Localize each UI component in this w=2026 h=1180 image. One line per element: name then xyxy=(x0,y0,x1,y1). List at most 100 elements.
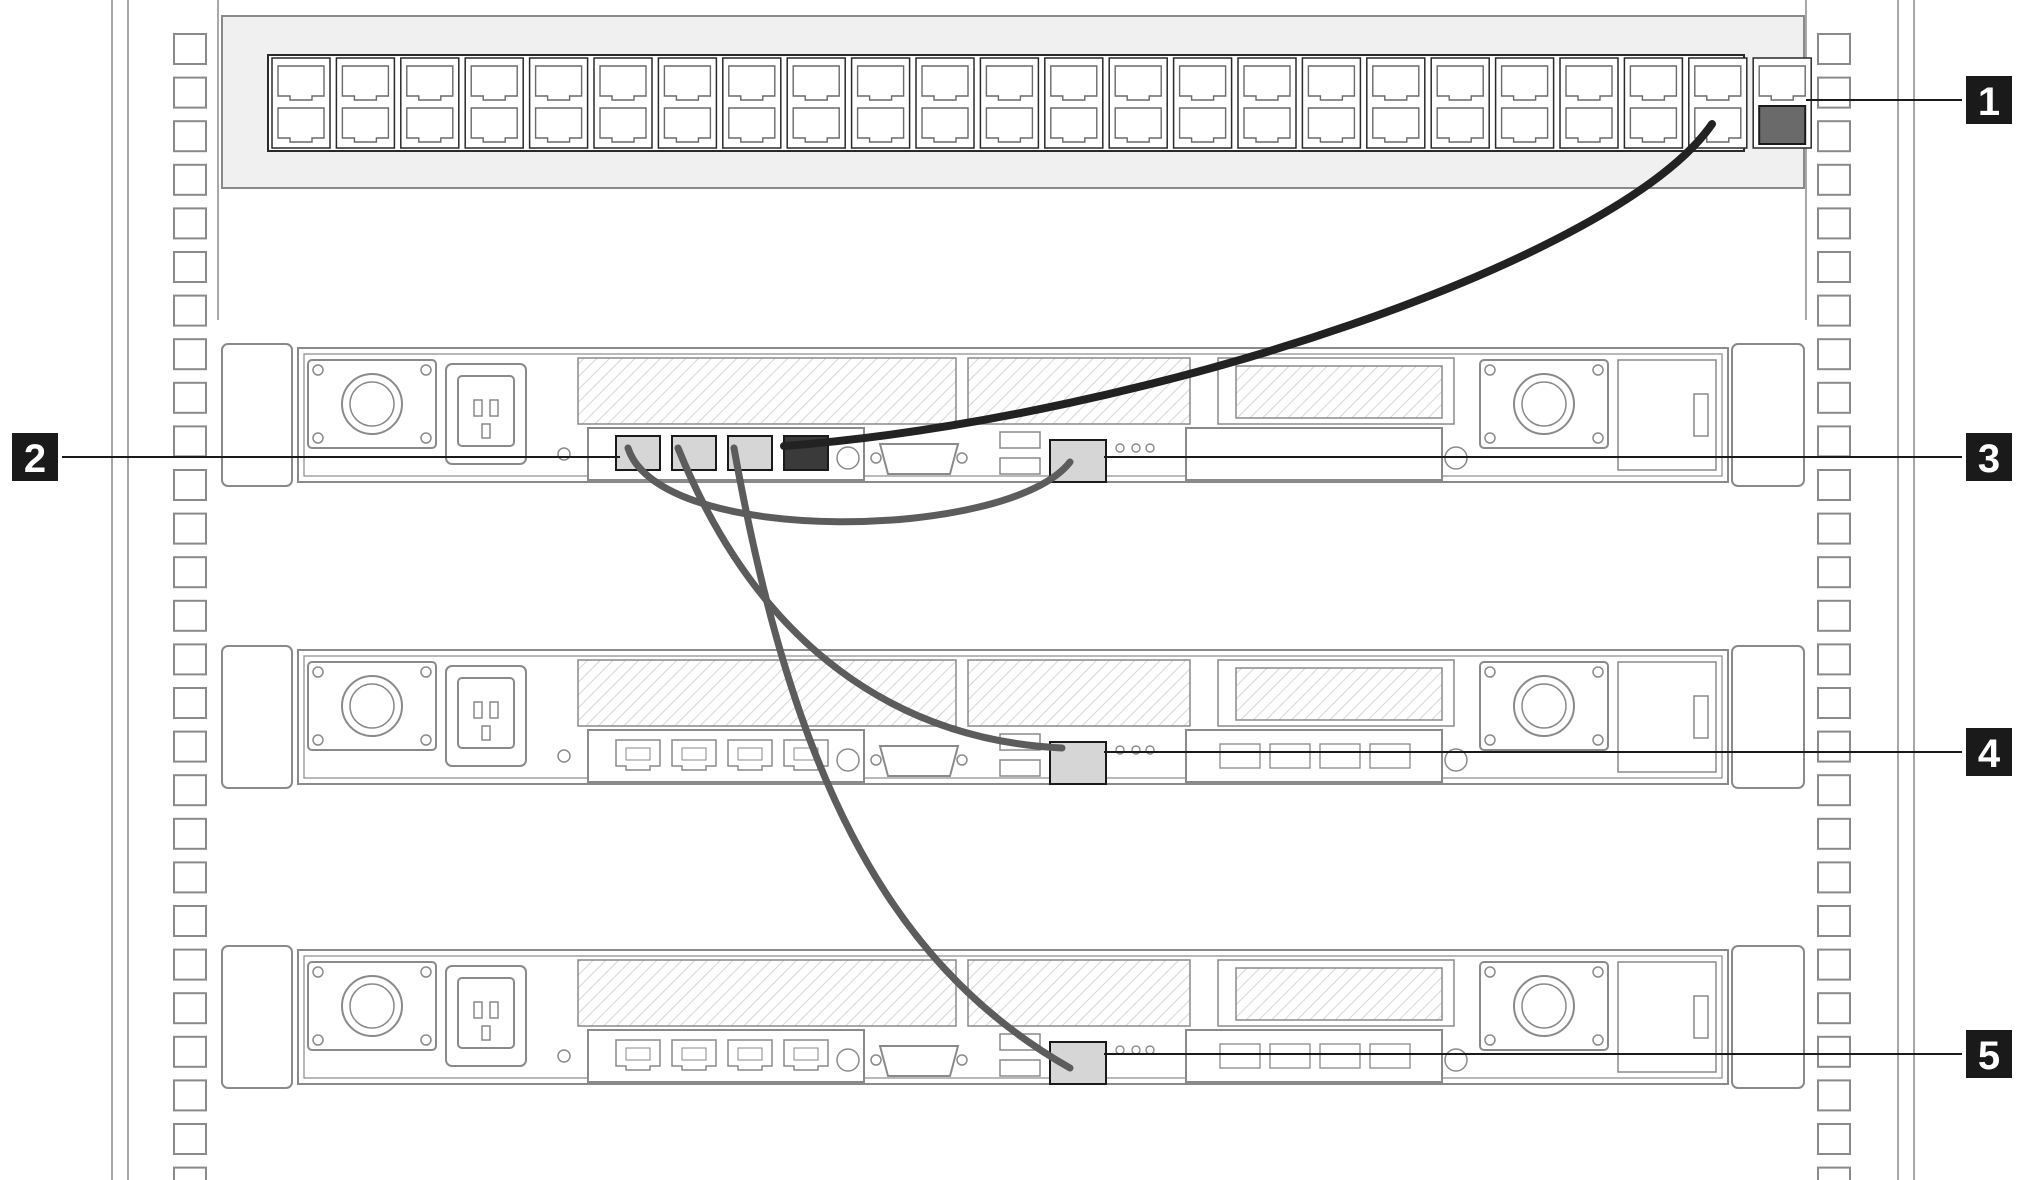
switch-port xyxy=(856,65,905,101)
vga-screw xyxy=(956,754,968,766)
rack-hole xyxy=(173,992,207,1025)
screw xyxy=(312,1034,324,1046)
power-inlet xyxy=(457,977,515,1049)
cable-nic-to-server2-mgmt xyxy=(674,444,1066,752)
switch-port xyxy=(1565,107,1613,143)
usb-port xyxy=(999,457,1041,475)
screw xyxy=(1484,666,1496,678)
vga-port xyxy=(878,745,960,777)
power-inlet xyxy=(457,375,515,447)
callout-label: 4 xyxy=(1978,732,2001,776)
switch-port xyxy=(1694,65,1742,101)
callout-label: 3 xyxy=(1978,437,2000,481)
screw xyxy=(312,734,324,746)
ground-screw xyxy=(557,749,571,763)
riser-slot-3 xyxy=(1235,967,1443,1021)
power-pin xyxy=(473,701,483,719)
switch-port xyxy=(599,107,647,143)
rack-ear-left xyxy=(221,343,293,487)
power-pin xyxy=(481,423,491,439)
rack-ear-left xyxy=(221,645,293,789)
riser-slot-1 xyxy=(577,659,957,727)
callout-label: 2 xyxy=(24,437,46,481)
network-switch xyxy=(221,15,1812,189)
cable-nic-to-server1-mgmt xyxy=(624,444,1074,526)
psu-fan-hub xyxy=(1521,983,1567,1029)
switch-port xyxy=(1243,107,1291,143)
rack-hole xyxy=(173,1079,207,1112)
status-led xyxy=(1145,1045,1155,1055)
callout-label: 1 xyxy=(1978,80,2000,124)
switch-port xyxy=(341,65,390,101)
ground-screw xyxy=(557,1049,571,1063)
switch-port xyxy=(1500,65,1549,101)
callout-5: 5 xyxy=(1966,1030,2012,1078)
switch-port xyxy=(534,65,583,101)
switch-port xyxy=(1372,65,1420,101)
switch-port xyxy=(921,65,969,101)
rack-hole xyxy=(173,1166,207,1180)
rack-ear-left xyxy=(221,945,293,1089)
switch-port xyxy=(470,107,518,143)
switch-port xyxy=(792,107,840,143)
rack-hole xyxy=(173,163,207,196)
rack-hole xyxy=(1817,33,1851,65)
switch-port xyxy=(1178,65,1227,101)
screw xyxy=(1484,966,1496,978)
vga-screw xyxy=(956,452,968,464)
callout-1: 1 xyxy=(1966,76,2012,124)
rack-hole xyxy=(173,687,207,719)
rack-hole xyxy=(1817,817,1851,850)
riser-slot-2 xyxy=(967,959,1191,1027)
screw xyxy=(1592,432,1604,444)
riser-slot-1 xyxy=(577,959,957,1027)
rack-hole xyxy=(173,294,207,327)
nic-port-inner xyxy=(625,1047,651,1061)
rack-hole xyxy=(1817,469,1851,501)
switch-port xyxy=(470,65,518,101)
status-led xyxy=(1145,443,1155,453)
switch-port xyxy=(1243,65,1291,101)
rack-hole xyxy=(1817,905,1851,937)
cables xyxy=(624,120,1716,1072)
power-inlet xyxy=(457,677,515,749)
vga-port xyxy=(878,443,960,475)
nic-port-inner xyxy=(625,747,651,761)
rack-hole xyxy=(1817,1079,1851,1112)
server-group xyxy=(221,343,1805,1089)
rack-hole xyxy=(173,774,207,807)
rack-holes-left xyxy=(173,33,207,1180)
nic-thumbscrew xyxy=(836,748,860,772)
rack-hole xyxy=(173,425,207,458)
rack-hole xyxy=(1817,76,1851,109)
rack-hole xyxy=(173,469,207,501)
rack-hole xyxy=(173,120,207,153)
screw xyxy=(1592,734,1604,746)
server-3 xyxy=(221,945,1805,1089)
vga-screw xyxy=(956,1054,968,1066)
screw xyxy=(1592,364,1604,376)
usb-port xyxy=(999,759,1041,777)
callout-2: 2 xyxy=(12,433,58,481)
rack-hole xyxy=(1817,381,1851,414)
psu-fan-hub xyxy=(349,683,395,729)
right-latch xyxy=(1693,393,1709,437)
switch-port-connected xyxy=(1758,105,1807,145)
screw xyxy=(312,666,324,678)
status-led xyxy=(1115,1045,1125,1055)
rack-ear-right xyxy=(1731,945,1805,1089)
callout-4: 4 xyxy=(1966,728,2012,776)
psu-fan-hub xyxy=(1521,381,1567,427)
screw xyxy=(312,966,324,978)
power-pin xyxy=(481,725,491,741)
rack-hole xyxy=(173,33,207,65)
pcie-card xyxy=(1185,427,1443,481)
switch-port xyxy=(728,107,776,143)
nic-port-inner xyxy=(681,747,707,761)
riser-slot-3-frame xyxy=(1217,959,1455,1027)
pcie-port xyxy=(1319,1043,1361,1069)
pcie-port xyxy=(1269,743,1311,769)
switch-port xyxy=(728,65,776,101)
server-chassis-inner xyxy=(303,353,1723,477)
